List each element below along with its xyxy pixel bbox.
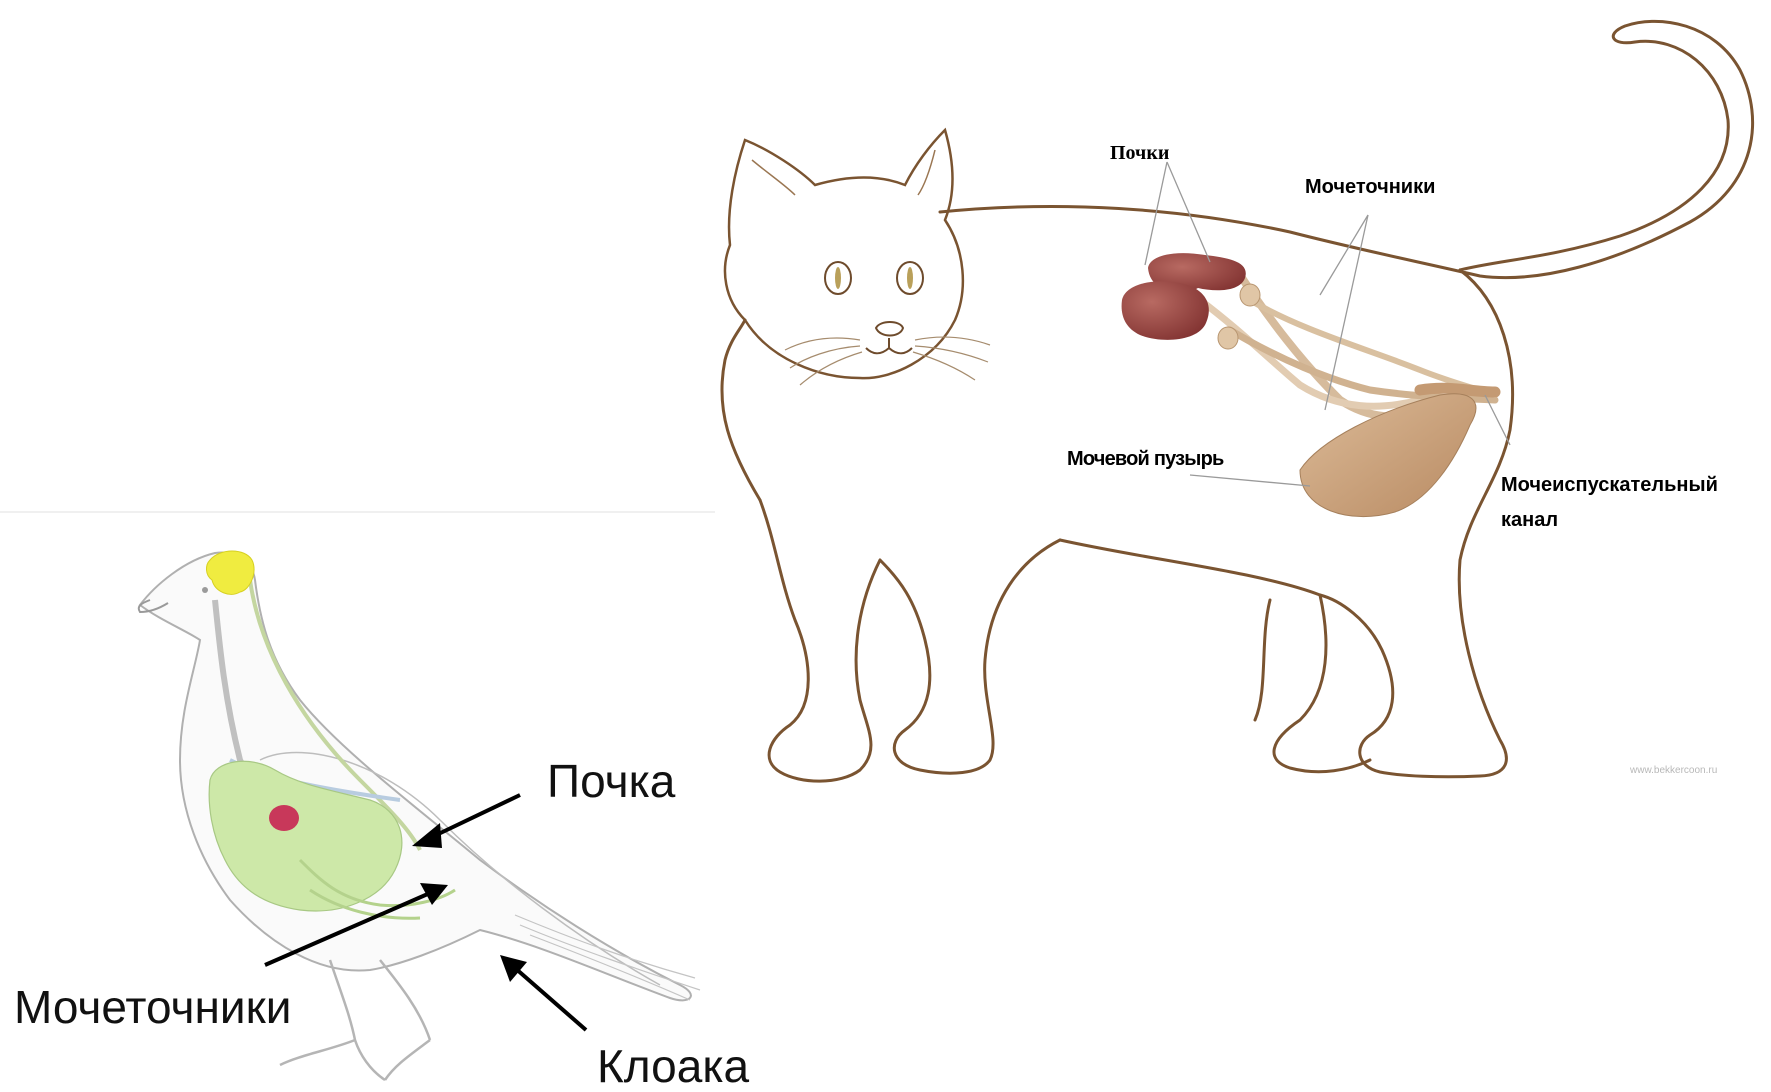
cat-body-outline (940, 21, 1753, 277)
cat-nose (866, 322, 912, 353)
cat-adrenal-2 (1218, 327, 1238, 349)
label-cat-kidneys: Почки (1110, 143, 1169, 163)
arrow-kidney (430, 795, 520, 838)
cat-bladder (1300, 394, 1476, 517)
label-bird-ureters: Мочеточники (14, 984, 291, 1030)
cat-urethra (1420, 388, 1495, 392)
label-bird-kidney: Почка (547, 758, 675, 804)
cat-hind-paw-outline (1255, 595, 1370, 772)
cat-pupil-left (835, 267, 841, 289)
cat-belly-outline (1060, 540, 1320, 595)
cat-ureter-4 (1250, 300, 1495, 395)
label-cat-urethra-line1: Мочеиспускательный (1501, 475, 1718, 495)
cat-front-legs-outline (760, 500, 1060, 781)
cat-adrenal-1 (1240, 284, 1260, 306)
label-bird-cloaca: Клоака (597, 1043, 749, 1089)
cat-pupil-right (907, 267, 913, 289)
label-cat-ureters: Мочеточники (1305, 177, 1435, 197)
arrow-cloaca-head (500, 955, 527, 982)
cat-kidney-lower (1122, 281, 1209, 339)
label-cat-bladder: Мочевой пузырь (1067, 449, 1224, 469)
cat-whiskers (785, 337, 990, 385)
bird-heart (269, 805, 299, 831)
cat-chest-outline (722, 320, 760, 500)
bird-legs (280, 960, 430, 1080)
cat-illustration (722, 21, 1753, 781)
label-cat-urethra-line2: канал (1501, 510, 1558, 530)
watermark: www.bekkercoon.ru (1630, 766, 1717, 776)
arrow-cloaca (515, 968, 586, 1030)
bird-eye (202, 587, 208, 593)
